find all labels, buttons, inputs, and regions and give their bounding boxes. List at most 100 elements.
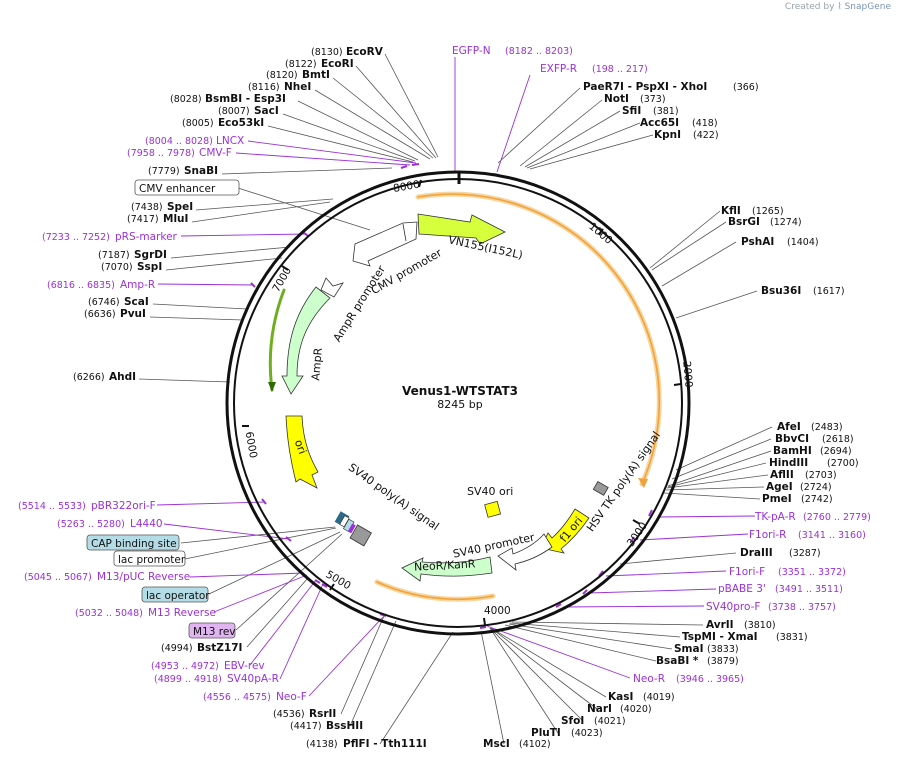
site-label[interactable]: PmeI(2742) <box>762 493 833 505</box>
site-label[interactable]: DraIII(3287) <box>740 547 821 559</box>
site-pos: (2703) <box>805 470 837 481</box>
primer-label[interactable]: (7958 .. 7978)CMV-F <box>127 147 232 159</box>
lac-promoter-label: lac promoter <box>118 554 186 566</box>
label-sv40-polya: SV40 poly(A) signal <box>346 461 441 533</box>
primer-label[interactable]: (8004 .. 8028)LNCX <box>145 135 244 147</box>
site-label[interactable]: BamHI(2694) <box>773 445 852 457</box>
site-label[interactable]: PshAI(1404) <box>741 236 819 248</box>
site-label[interactable]: (4994)BstZ17I <box>161 642 242 654</box>
site-label[interactable]: BsrGI(1274) <box>728 216 802 228</box>
primer-label[interactable]: pBABE 3'(3491 .. 3511) <box>718 583 843 595</box>
site-pos: (6266) <box>73 372 105 383</box>
site-label[interactable]: SfiI(381) <box>622 105 679 117</box>
tick-label: 8000 <box>392 179 420 195</box>
site-label[interactable]: (6746)ScaI <box>88 296 149 308</box>
site-name: PflFI - Tth111I <box>343 738 427 750</box>
site-label[interactable]: BsaBI *(3879) <box>656 655 739 667</box>
primer-label[interactable]: EXFP-R(198 .. 217) <box>540 63 648 75</box>
site-name: BamHI <box>773 445 812 457</box>
site-label[interactable]: KpnI(422) <box>654 129 719 141</box>
primer-pos: (5514 .. 5533) <box>18 501 86 512</box>
primer-leader-lines <box>156 57 756 697</box>
site-name: EcoRI <box>321 58 354 70</box>
site-name: TspMI - XmaI <box>682 631 758 643</box>
watermark-prefix: Created by <box>784 2 835 12</box>
primer-label[interactable]: (6816 .. 6835)Amp-R <box>47 279 155 291</box>
site-label[interactable]: (8028)BsmBI - Esp3I <box>170 93 286 105</box>
site-label[interactable]: Bsu36I(1617) <box>761 285 845 297</box>
site-label[interactable]: (4138)PflFI - Tth111I <box>306 738 427 750</box>
site-label[interactable]: (6266)AhdI <box>73 371 136 383</box>
site-name: SpeI <box>167 201 193 213</box>
site-label[interactable]: KflI(1265) <box>721 205 784 217</box>
primer-label[interactable]: (5045 .. 5067)M13/pUC Reverse <box>24 571 190 583</box>
cmv-enhancer-box[interactable]: CMV enhancer <box>134 179 240 196</box>
primer-name: EGFP-N <box>452 45 491 57</box>
site-label[interactable]: (4417)BssHII <box>290 720 363 732</box>
site-pos: (2742) <box>801 494 833 505</box>
site-label[interactable]: KasI(4019) <box>608 691 675 703</box>
site-label[interactable]: (7417)MluI <box>127 213 188 225</box>
primer-label[interactable]: F1ori-R(3141 .. 3160) <box>749 529 866 541</box>
site-label[interactable]: HindIII(2700) <box>769 457 859 469</box>
site-label[interactable]: Acc65I(418) <box>640 117 718 129</box>
site-label[interactable]: AvrII(3810) <box>706 619 776 631</box>
site-label[interactable]: SfoI(4021) <box>561 715 626 727</box>
site-label[interactable]: (7779)SnaBI <box>148 165 218 177</box>
site-label[interactable]: (7070)SspI <box>101 261 162 273</box>
site-label[interactable]: AfeI(2483) <box>777 421 843 433</box>
site-name: NarI <box>587 703 612 715</box>
primer-label[interactable]: SV40pro-F(3738 .. 3757) <box>706 601 836 613</box>
site-label[interactable]: (7187)SgrDI <box>98 249 167 261</box>
primer-labels: EGFP-N(8182 .. 8203) EXFP-R(198 .. 217) … <box>18 45 871 703</box>
site-name: MluI <box>163 213 188 225</box>
lac-operator-box[interactable]: lac operator <box>141 586 210 603</box>
site-label[interactable]: (8120)BmtI <box>266 69 330 81</box>
primer-label[interactable]: F1ori-F(3351 .. 3372) <box>729 566 846 578</box>
site-name: ScaI <box>124 296 149 308</box>
site-label[interactable]: AflII(2703) <box>770 469 837 481</box>
primer-label[interactable]: EGFP-N(8182 .. 8203) <box>452 45 573 57</box>
site-label[interactable]: BbvCI(2618) <box>775 433 854 445</box>
snapgene-logo-icon: ⌇ <box>837 2 842 12</box>
site-name: DraIII <box>740 547 773 559</box>
site-pos: (4417) <box>290 721 322 732</box>
site-label[interactable]: (7438)SpeI <box>131 201 193 213</box>
site-label[interactable]: NotI(373) <box>604 93 666 105</box>
site-label[interactable]: MscI(4102) <box>483 738 551 750</box>
primer-label[interactable]: (4556 .. 4575)Neo-F <box>203 691 307 703</box>
ampr-orf-arrowhead <box>268 382 276 392</box>
site-pos: (381) <box>653 106 679 117</box>
cap-binding-site-box[interactable]: CAP binding site <box>86 534 180 551</box>
primer-label[interactable]: TK-pA-R(2760 .. 2779) <box>754 511 871 523</box>
label-ampr-promoter: AmpR promoter <box>331 263 389 344</box>
site-label[interactable]: (8122)EcoRI <box>285 58 354 70</box>
primer-name: LNCX <box>216 135 244 147</box>
lac-promoter-box[interactable]: lac promoter <box>113 550 186 567</box>
primer-label[interactable]: (5263 .. 5280)L4440 <box>57 518 163 530</box>
site-label[interactable]: PluTI(4023) <box>531 727 603 739</box>
m13-rev-box[interactable]: M13 rev <box>188 622 236 639</box>
site-label[interactable]: (4536)RsrII <box>273 708 336 720</box>
site-label[interactable]: (8116)NheI <box>248 81 311 93</box>
tick-label: 5000 <box>324 569 353 593</box>
site-label[interactable]: AgeI(2724) <box>766 481 832 493</box>
orf-arcs <box>268 191 662 602</box>
site-label[interactable]: (8130)EcoRV <box>311 46 384 58</box>
site-label[interactable]: (6636)PvuI <box>84 308 146 320</box>
site-label[interactable]: TspMI - XmaI(3831) <box>682 631 808 643</box>
primer-pos: (7958 .. 7978) <box>127 148 195 159</box>
primer-label[interactable]: Neo-R(3946 .. 3965) <box>633 673 744 685</box>
site-label[interactable]: (8005)Eco53kI <box>182 117 264 129</box>
primer-label[interactable]: (5032 .. 5048)M13 Reverse <box>75 607 216 619</box>
primer-label[interactable]: (7233 .. 7252)pRS-marker <box>42 231 178 243</box>
site-pos: (8116) <box>248 82 280 93</box>
primer-label[interactable]: (5514 .. 5533)pBR322ori-F <box>18 500 156 512</box>
site-label[interactable]: NarI(4020) <box>587 703 652 715</box>
site-label[interactable]: SmaI(3833) <box>674 643 739 655</box>
primer-label[interactable]: (4899 .. 4918)SV40pA-R <box>154 673 279 685</box>
site-pos: (366) <box>733 82 759 93</box>
primer-label[interactable]: (4953 .. 4972)EBV-rev <box>151 660 265 672</box>
site-label[interactable]: (8007)SacI <box>218 105 279 117</box>
site-label[interactable]: PaeR7I - PspXI - XhoI(366) <box>583 81 759 93</box>
